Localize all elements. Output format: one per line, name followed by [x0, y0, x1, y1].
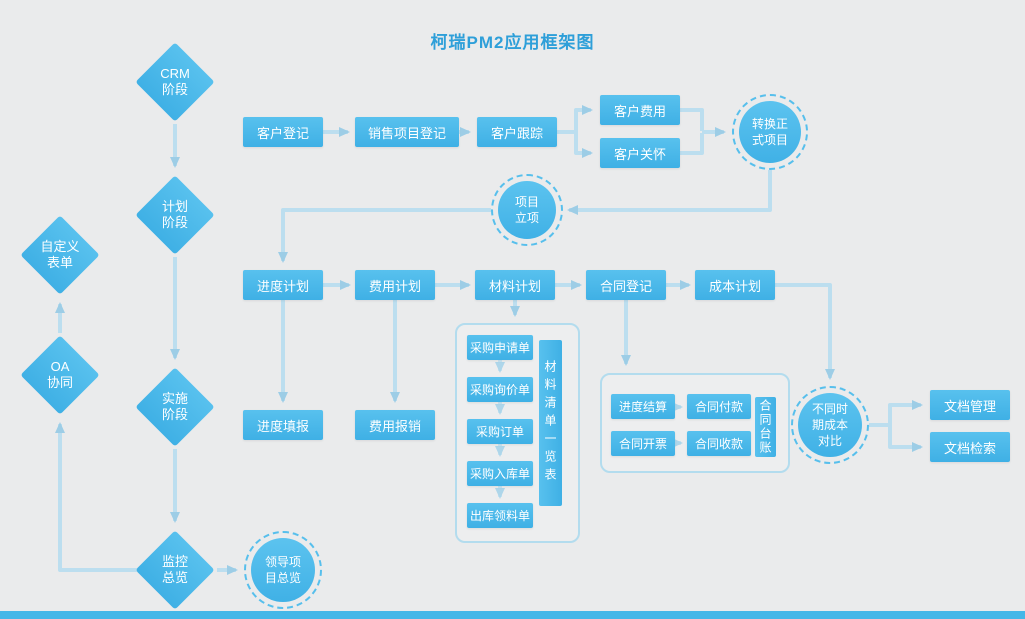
oa-collab-diamond: OA 协同 — [20, 335, 100, 415]
diagram-title: 柯瑞PM2应用框架图 — [430, 33, 595, 52]
stage-plan-diamond: 计划 阶段 — [135, 175, 215, 255]
connector — [55, 422, 137, 572]
stage-monitor-diamond: 监控 总览 — [135, 530, 215, 610]
connector — [557, 105, 593, 134]
node-cost-plan: 成本计划 — [695, 270, 775, 300]
stage-crm-diamond: CRM 阶段 — [135, 42, 215, 122]
node-material-plan: 材料计划 — [475, 270, 555, 300]
connector — [680, 133, 704, 155]
leader-overview-label: 领导项 目总览 — [251, 538, 315, 602]
connector — [869, 400, 923, 427]
node-customer-fee: 客户费用 — [600, 95, 680, 125]
bottom-accent-bar — [0, 611, 1025, 619]
connector — [567, 170, 772, 215]
node-purchase-order: 采购订单 — [467, 419, 533, 444]
node-customer-register: 客户登记 — [243, 117, 323, 147]
node-contract-payment: 合同付款 — [687, 394, 751, 419]
node-customer-track: 客户跟踪 — [477, 117, 557, 147]
stage-plan-label: 计划 阶段 — [161, 198, 188, 230]
circle-project-initiation: 项目 立项 — [491, 174, 563, 246]
cost-compare-label: 不同时 期成本 对比 — [798, 393, 862, 457]
node-sales-project-register: 销售项目登记 — [355, 117, 459, 147]
project-initiation-label: 项目 立项 — [498, 181, 556, 239]
connector — [775, 283, 835, 380]
stage-implement-diamond: 实施 阶段 — [135, 367, 215, 447]
connector — [680, 108, 704, 131]
circle-convert-formal-project: 转换正 式项目 — [732, 94, 808, 170]
vbar-contract-ledger: 合同台账 — [755, 397, 776, 457]
node-expense-plan: 费用计划 — [355, 270, 435, 300]
connector — [574, 132, 593, 158]
node-doc-manage: 文档管理 — [930, 390, 1010, 420]
oa-collab-label: OA 协同 — [46, 358, 73, 390]
node-outbound-picking: 出库领料单 — [467, 503, 533, 528]
custom-form-label: 自定义 表单 — [40, 238, 80, 270]
node-purchase-inbound: 采购入库单 — [467, 461, 533, 486]
node-schedule-plan: 进度计划 — [243, 270, 323, 300]
node-contract-receipt: 合同收款 — [687, 431, 751, 456]
node-purchase-request: 采购申请单 — [467, 335, 533, 360]
vbar-material-list: 材料清单一览表 — [539, 340, 562, 506]
node-doc-search: 文档检索 — [930, 432, 1010, 462]
stage-implement-label: 实施 阶段 — [161, 390, 188, 422]
node-contract-register: 合同登记 — [586, 270, 666, 300]
node-progress-settlement: 进度结算 — [611, 394, 675, 419]
connector — [278, 208, 491, 263]
circle-cost-compare: 不同时 期成本 对比 — [791, 386, 869, 464]
custom-form-diamond: 自定义 表单 — [20, 215, 100, 295]
node-purchase-inquiry: 采购询价单 — [467, 377, 533, 402]
connector — [888, 425, 923, 452]
convert-formal-project-label: 转换正 式项目 — [739, 101, 801, 163]
node-expense-reimburse: 费用报销 — [355, 410, 435, 440]
node-schedule-report: 进度填报 — [243, 410, 323, 440]
node-contract-invoice: 合同开票 — [611, 431, 675, 456]
stage-monitor-label: 监控 总览 — [161, 553, 188, 585]
stage-crm-label: CRM 阶段 — [160, 65, 190, 97]
node-customer-care: 客户关怀 — [600, 138, 680, 168]
circle-leader-overview: 领导项 目总览 — [244, 531, 322, 609]
